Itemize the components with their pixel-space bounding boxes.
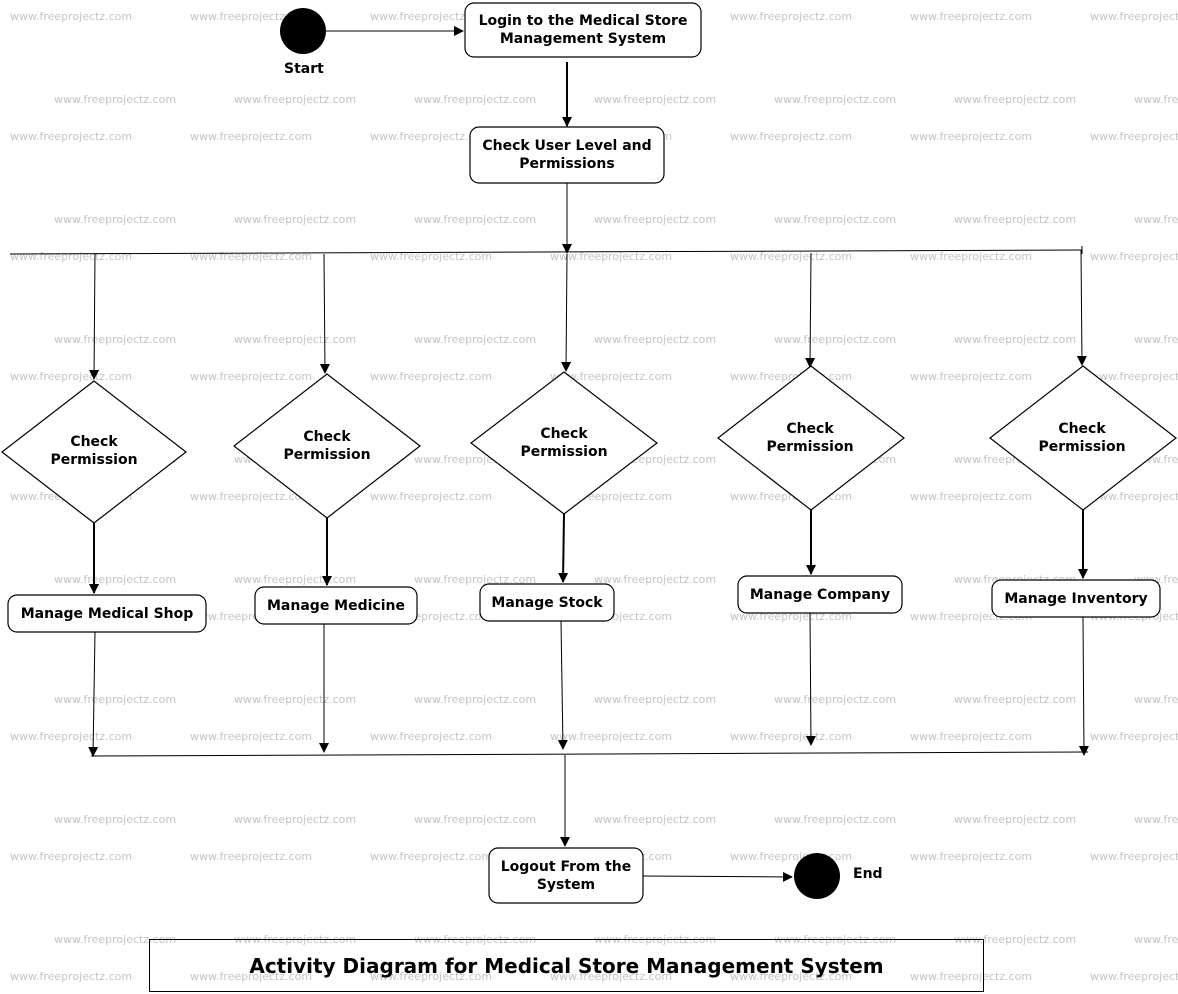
check-level-line-1: Check User Level and [482,138,652,154]
decision-node-3 [470,371,658,515]
decision-node-5 [989,365,1177,511]
decision-5-line-2: Permission [1038,439,1126,455]
fork-bar [9,249,1083,255]
diagram-title-box: Activity Diagram for Medical Store Manag… [149,939,984,992]
edge-fork-decision-4 [805,252,816,368]
decision-5-line-1: Check [1058,421,1106,437]
join-bar [90,751,1089,757]
decision-2-line-1: Check [303,429,351,445]
diagram-title: Activity Diagram for Medical Store Manag… [249,953,884,978]
logout-line-1: Logout From the [500,858,632,875]
edge-decision-activity-3 [558,513,569,583]
edge-logout-end [642,871,793,882]
edge-fork-decision-1 [89,253,100,380]
check-level-node [469,126,665,184]
activity-box-4 [737,575,903,614]
activity-box-3 [479,583,615,622]
decision-node-2 [233,373,421,519]
edge-activity-join-4 [805,612,816,746]
decision-3-line-1: Check [540,426,588,442]
login-node [464,2,702,58]
activity-manage-medicine: Manage Medicine [267,597,405,614]
edge-activity-join-5 [1078,616,1089,756]
activity-manage-stock: Manage Stock [491,594,603,611]
start-label: Start [284,61,324,77]
start-node [280,8,326,54]
end-node [794,853,840,899]
edge-activity-join-1 [88,631,99,757]
edges [9,26,1089,882]
edge-activity-join-3 [557,620,568,750]
activity-box-1 [7,594,207,633]
decision-1-line-2: Permission [50,452,138,468]
decision-node-4 [717,365,905,511]
end-label: End [853,866,883,882]
decision-4-line-2: Permission [766,439,854,455]
edge-fork-decision-2 [319,253,330,374]
check-level-line-2: Permissions [519,156,615,172]
activity-manage-medical-shop: Manage Medical Shop [20,605,194,622]
decision-1-line-1: Check [70,434,118,450]
activity-box-5 [991,579,1161,618]
login-line-1: Login to the Medical Store [478,13,688,29]
shapes [1,2,1177,904]
activity-box-2 [254,586,418,625]
decision-3-line-2: Permission [520,444,608,460]
decision-2-line-2: Permission [283,447,371,463]
edge-fork-decision-5 [1076,249,1087,366]
logout-node [488,847,644,904]
logout-line-2: System [536,876,596,893]
edge-fork-decision-3 [561,253,572,372]
activity-manage-company: Manage Company [749,586,891,603]
activity-manage-inventory: Manage Inventory [1004,590,1148,607]
decision-node-1 [1,380,187,524]
login-line-2: Management System [499,31,667,47]
decision-4-line-1: Check [786,421,834,437]
